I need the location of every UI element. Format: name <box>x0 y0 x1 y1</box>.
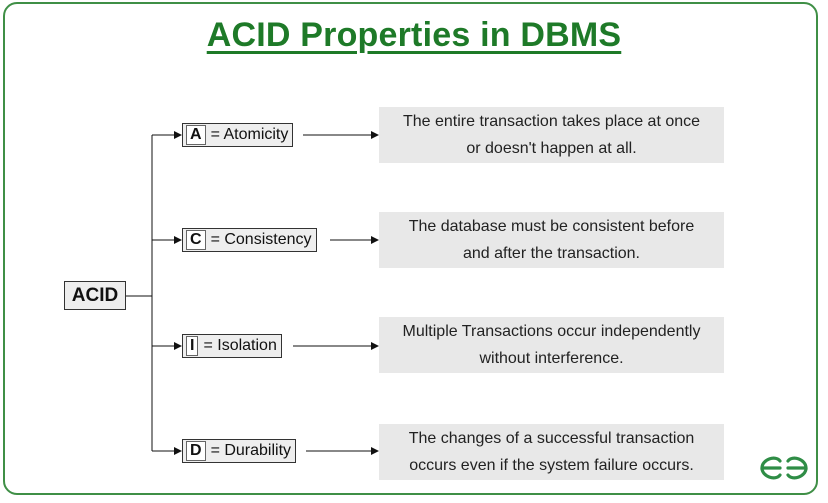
description-line: or doesn't happen at all. <box>466 140 637 157</box>
property-label: = Atomicity <box>210 126 289 143</box>
property-label: = Isolation <box>203 337 277 354</box>
description-durability: The changes of a successful transaction … <box>379 424 724 480</box>
property-box-consistency: C = Consistency <box>182 228 317 252</box>
diagram-title: ACID Properties in DBMS <box>206 16 622 54</box>
description-line: The database must be consistent before <box>408 218 695 235</box>
property-box-isolation: I = Isolation <box>182 334 282 358</box>
description-isolation: Multiple Transactions occur independentl… <box>379 317 724 373</box>
description-consistency: The database must be consistent before a… <box>379 212 724 268</box>
property-label: = Consistency <box>210 231 312 248</box>
description-atomicity: The entire transaction takes place at on… <box>379 107 724 163</box>
property-label: = Durability <box>210 442 292 459</box>
description-line: without interference. <box>479 350 624 367</box>
property-letter: A <box>186 125 206 145</box>
property-box-durability: D = Durability <box>182 439 297 463</box>
description-line: occurs even if the system failure occurs… <box>409 457 694 474</box>
description-line: Multiple Transactions occur independentl… <box>402 323 701 340</box>
property-letter: D <box>186 441 206 461</box>
description-line: The entire transaction takes place at on… <box>402 113 701 130</box>
property-letter: I <box>186 336 199 356</box>
property-box-atomicity: A = Atomicity <box>182 123 294 147</box>
diagram-frame <box>3 2 818 495</box>
property-letter: C <box>186 230 206 250</box>
description-line: and after the transaction. <box>463 245 640 262</box>
acid-root-box: ACID <box>64 281 126 310</box>
description-line: The changes of a successful transaction <box>408 430 695 447</box>
geeksforgeeks-logo-icon <box>760 456 808 480</box>
